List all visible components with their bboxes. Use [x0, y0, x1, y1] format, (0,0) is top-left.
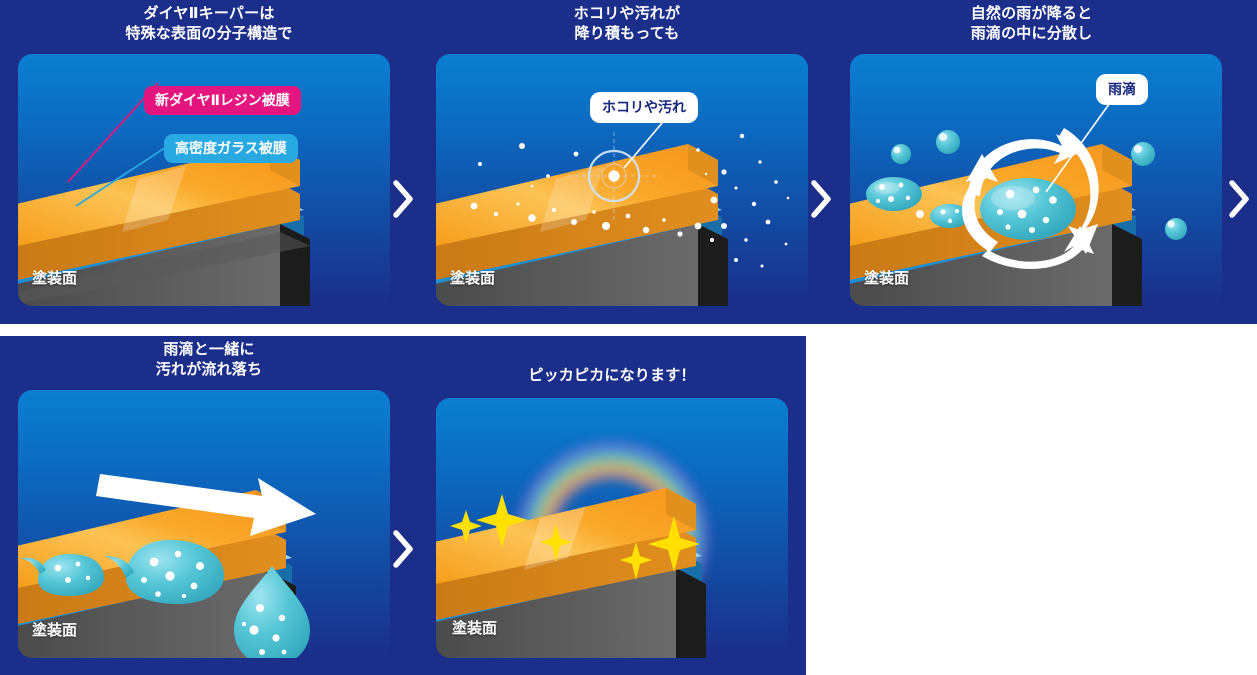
step-5-headline: ピッカピカになります！	[528, 367, 696, 384]
callout-raindrop: 雨滴	[1096, 74, 1148, 105]
step-1-headline: ダイヤⅡキーパーは 特殊な表面の分子構造で	[125, 5, 293, 42]
step-4-next-chevron-icon	[390, 528, 416, 570]
step-3-floor-label: 塗装面	[864, 270, 910, 287]
step-5-floor-label: 塗装面	[452, 620, 498, 637]
step-3-headline: 自然の雨が降ると 雨滴の中に分散し	[970, 5, 1093, 42]
step-4-artwork	[18, 390, 390, 658]
step-1-cell: ダイヤⅡキーパーは 特殊な表面の分子構造で	[0, 0, 418, 324]
step-3-next-chevron-icon	[1226, 178, 1252, 220]
step-1-leader-lines	[30, 78, 220, 218]
step-1-panel: 新ダイヤⅡレジン被膜 高密度ガラス被膜 塗装面	[18, 54, 390, 306]
step-5-artwork	[436, 398, 788, 658]
chip-resin-coating: 新ダイヤⅡレジン被膜	[144, 86, 301, 115]
callout-dust-and-dirt: ホコリや汚れ	[590, 92, 698, 123]
step-2-floor-label: 塗装面	[450, 270, 496, 287]
step-2-next-chevron-icon	[808, 178, 834, 220]
step-4-panel: 塗装面	[18, 390, 390, 658]
chip-glass-coating: 高密度ガラス被膜	[164, 134, 298, 163]
step-1-floor-label: 塗装面	[32, 270, 78, 287]
step-4-floor-label: 塗装面	[32, 622, 78, 639]
step-5-panel: 塗装面	[436, 398, 788, 658]
step-2-panel: ホコリや汚れ 塗装面	[436, 54, 808, 306]
steps-row-bottom: 雨滴と一緒に 汚れが流れ落ち	[0, 336, 806, 675]
step-1-next-chevron-icon	[390, 178, 416, 220]
step-3-cell: 自然の雨が降ると 雨滴の中に分散し	[836, 0, 1257, 324]
step-5-cell: ピッカピカになります！	[418, 336, 806, 675]
step-3-panel: 雨滴 塗装面	[850, 54, 1222, 306]
step-2-cell: ホコリや汚れが 降り積もっても	[418, 0, 836, 324]
step-4-headline: 雨滴と一緒に 汚れが流れ落ち	[155, 341, 263, 378]
step-3-artwork	[850, 54, 1222, 306]
steps-row-top: ダイヤⅡキーパーは 特殊な表面の分子構造で	[0, 0, 1257, 324]
step-4-cell: 雨滴と一緒に 汚れが流れ落ち	[0, 336, 418, 675]
step-2-headline: ホコリや汚れが 降り積もっても	[573, 5, 681, 42]
